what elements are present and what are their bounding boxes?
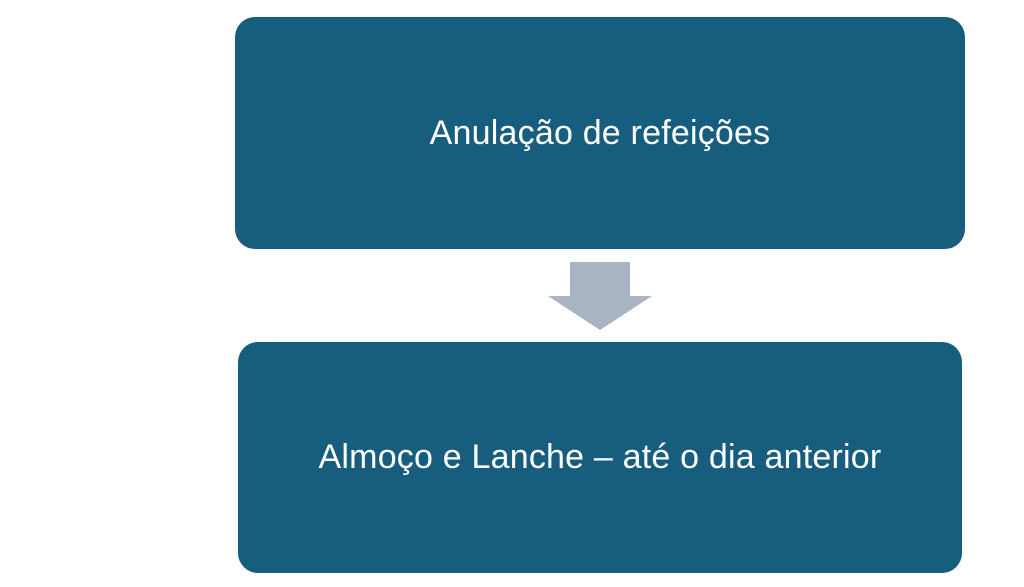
down-arrow-shape: [548, 262, 652, 330]
step-box-meal-cancellation: Anulação de refeições: [235, 17, 965, 249]
down-arrow-icon: [548, 262, 652, 330]
step-box-lunch-snack-deadline: Almoço e Lanche – até o dia anterior: [238, 342, 962, 573]
step-label-meal-cancellation: Anulação de refeições: [429, 113, 771, 152]
step-label-lunch-snack-deadline: Almoço e Lanche – até o dia anterior: [318, 438, 882, 476]
